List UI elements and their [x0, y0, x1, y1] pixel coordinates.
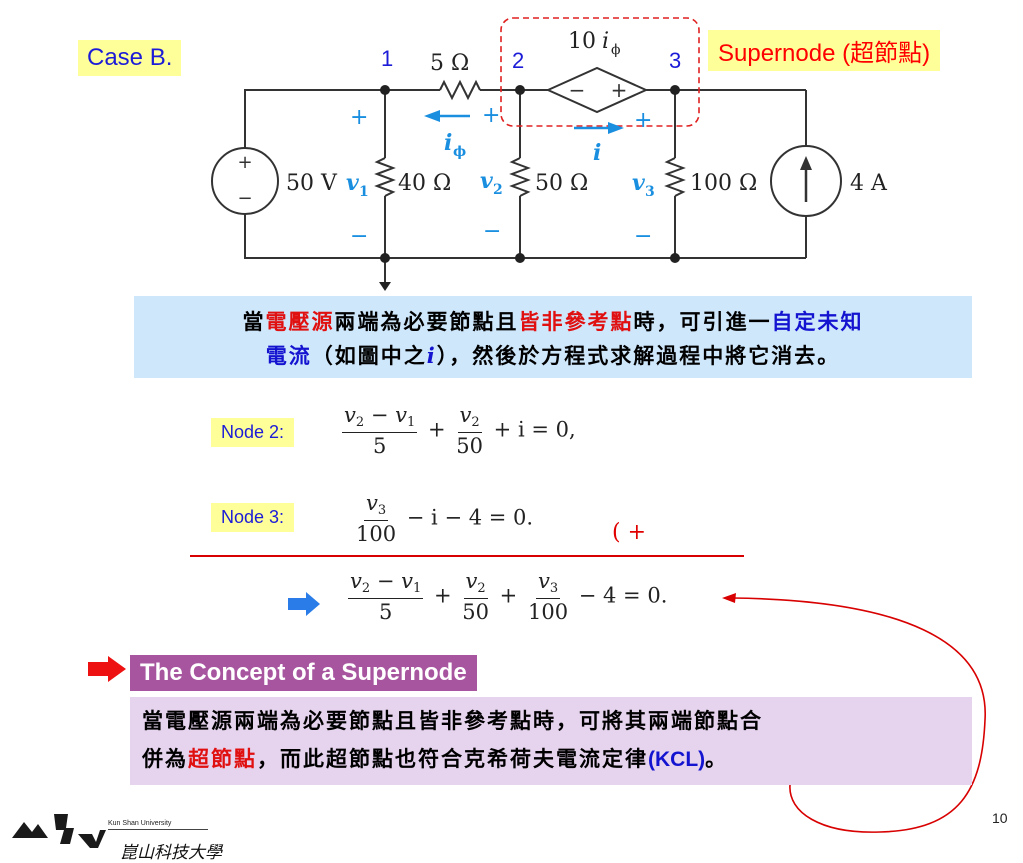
- supernode-label: Supernode (超節點): [708, 30, 941, 71]
- v2-minus: −: [483, 219, 501, 244]
- node-number-1: 1: [381, 46, 393, 71]
- fraction: v2 − v1 5: [348, 569, 424, 625]
- curve-arrowhead-icon: [722, 593, 736, 603]
- var-v1-sub: 1: [359, 184, 369, 200]
- voltage-source: [211, 147, 279, 215]
- note-seg: 當: [242, 309, 266, 334]
- note-seg: 電流: [265, 343, 312, 368]
- supernode-close: ): [922, 40, 931, 67]
- note-seg: 皆非參考點: [518, 309, 634, 334]
- label-5-ohm: 5 Ω: [430, 51, 469, 76]
- note-seg: i: [426, 343, 437, 368]
- fraction: v2 − v1 5: [342, 403, 418, 459]
- note-seg: ），然後於方程式求解過程中將它消去。: [436, 343, 841, 368]
- concept-line-1: 當電壓源兩端為必要節點且皆非參考點時，可將其兩端節點合: [142, 708, 763, 733]
- fraction: v2 50: [462, 569, 489, 625]
- iphi-arrow-icon: [424, 110, 440, 122]
- university-name-en: Kun Shan University: [108, 820, 172, 827]
- svg-text:ϕ: ϕ: [611, 42, 621, 58]
- var-v2-sub: 2: [493, 182, 503, 198]
- node-number-3: 3: [669, 48, 681, 73]
- concept-text: 併為: [142, 746, 188, 771]
- pointer-arrow-icon: [88, 656, 126, 682]
- resistor-40-ohm: [374, 157, 396, 197]
- i-arrow-icon: [608, 122, 624, 134]
- label-dependent-source: 10 i ϕ: [568, 29, 621, 58]
- concept-title: The Concept of a Supernode: [130, 655, 477, 691]
- var-iphi: i: [444, 130, 452, 156]
- dep-minus: −: [569, 78, 586, 102]
- node2-label: Node 2:: [211, 418, 295, 447]
- note-seg: 電壓源: [265, 309, 335, 334]
- v2-plus: +: [482, 103, 500, 128]
- dep-plus: +: [611, 78, 628, 102]
- resistor-100-ohm: [664, 157, 686, 197]
- note-line-2: 電流（如圖中之i），然後於方程式求解過程中將它消去。: [134, 340, 972, 370]
- var-iphi-sub: ϕ: [453, 144, 466, 160]
- svg-text:10: 10: [568, 29, 596, 54]
- label-40-ohm: 40 Ω: [398, 171, 451, 196]
- node3-equation: v3 100 − i − 4 = 0.: [356, 491, 534, 547]
- right-arrow-icon: [288, 592, 320, 616]
- var-v3-sub: 3: [645, 184, 655, 200]
- dependent-voltage-source: [545, 66, 649, 114]
- note-seg: 時，可引進一: [633, 309, 772, 334]
- fraction: v3 100: [356, 491, 397, 547]
- v1-plus: +: [350, 105, 368, 130]
- var-v2: v: [480, 168, 493, 194]
- result-equation: v2 − v1 5 + v2 50 + v3 100 − 4 = 0.: [348, 569, 668, 625]
- node3-label: Node 3:: [211, 503, 295, 532]
- supernode-boundary: [500, 17, 700, 127]
- ground-arrow-icon: [379, 282, 391, 291]
- note-seg: 自定未知: [771, 309, 864, 334]
- node2-equation: v2 − v1 5 + v2 50 + i = 0,: [342, 403, 576, 459]
- var-v3: v: [632, 170, 645, 196]
- concept-text: ，而此超節點也符合克希荷夫電流定律: [257, 746, 648, 771]
- label-100-ohm: 100 Ω: [690, 171, 757, 196]
- supernode-text: Supernode (: [718, 40, 851, 67]
- concept-text: 。: [705, 746, 729, 771]
- case-label: Case B.: [78, 40, 182, 76]
- resistor-5-ohm: [439, 79, 481, 101]
- logo-rule: [108, 829, 208, 830]
- v3-plus: +: [634, 108, 652, 133]
- note-seg: （如圖中之: [311, 343, 427, 368]
- v1-minus: −: [350, 224, 368, 249]
- label-4-a: 4 A: [850, 171, 888, 196]
- concept-highlight: 超節點: [188, 746, 257, 771]
- sum-mark: ( +: [612, 520, 647, 545]
- fraction: v3 100: [527, 569, 569, 625]
- resistor-50-ohm: [509, 157, 531, 197]
- circuit-nodes: [380, 85, 680, 263]
- node-number-2: 2: [512, 48, 524, 73]
- v3-minus: −: [634, 224, 652, 249]
- concept-box: 當電壓源兩端為必要節點且皆非參考點時，可將其兩端節點合 併為超節點，而此超節點也…: [130, 697, 972, 785]
- label-50-v: 50 V: [286, 171, 338, 196]
- svg-text:i: i: [602, 29, 609, 54]
- note-seg: 兩端為必要節點且: [334, 309, 519, 334]
- note-line-1: 當電壓源兩端為必要節點且皆非參考點時，可引進一自定未知: [134, 306, 972, 336]
- sum-rule: [190, 555, 744, 557]
- supernode-zh: 超節點: [850, 39, 923, 67]
- kcl-label: (KCL): [648, 748, 706, 771]
- university-logo-icon: [12, 814, 106, 848]
- var-v1: v: [346, 170, 359, 196]
- university-name-zh: 崑山科技大學: [120, 843, 222, 863]
- vs-plus: +: [237, 152, 252, 173]
- up-arrow-icon: [800, 156, 812, 170]
- explanation-box: 當電壓源兩端為必要節點且皆非參考點時，可引進一自定未知 電流（如圖中之i），然後…: [134, 296, 972, 378]
- vs-minus: −: [237, 188, 252, 209]
- circuit-diagram: + − − + 1 2 3 5 Ω 10 i ϕ 50 V 40 Ω 50 Ω …: [211, 17, 888, 291]
- page-number: 10: [992, 810, 1008, 826]
- var-i: i: [593, 140, 601, 166]
- fraction: v2 50: [456, 403, 483, 459]
- concept-line-2: 併為超節點，而此超節點也符合克希荷夫電流定律(KCL)。: [142, 743, 728, 773]
- label-50-ohm: 50 Ω: [535, 171, 588, 196]
